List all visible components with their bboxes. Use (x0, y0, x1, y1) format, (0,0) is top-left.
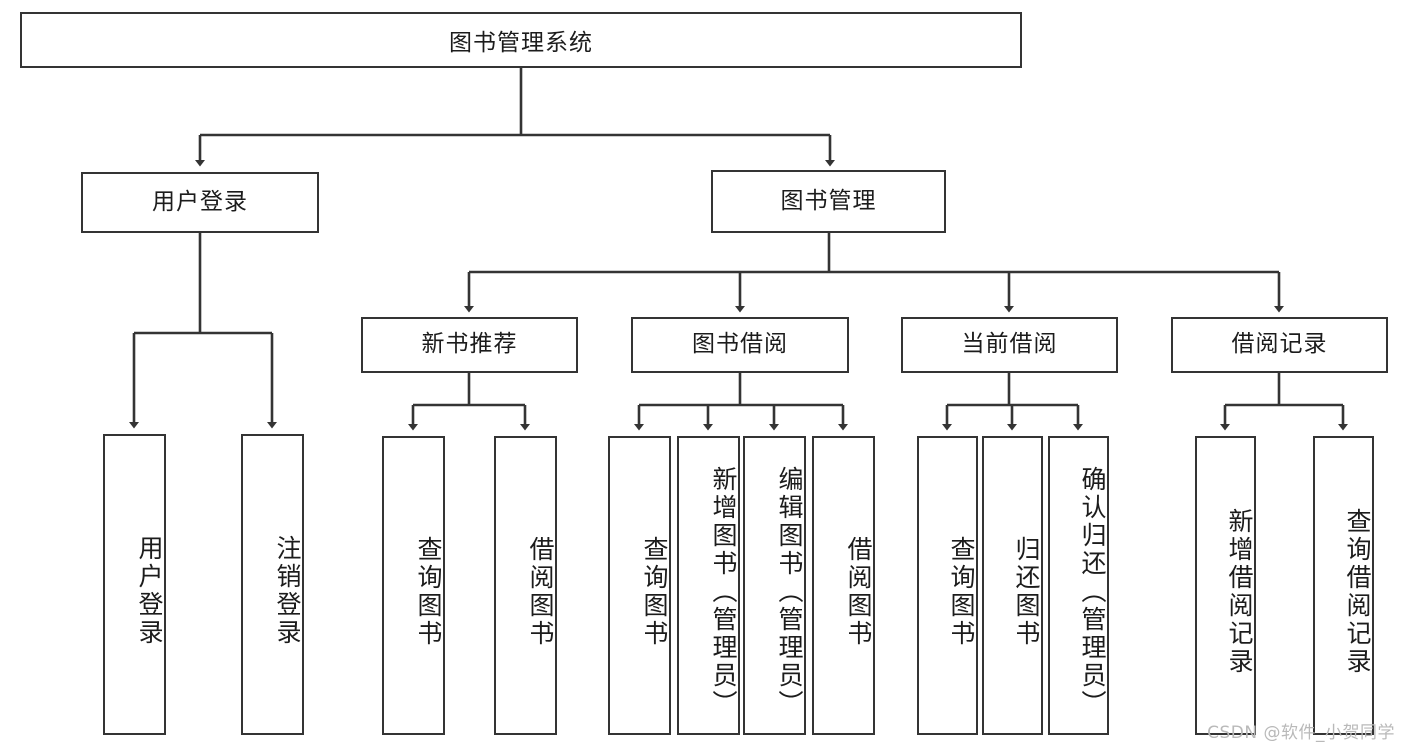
leaf-recommend-borrow-book[interactable]: 借阅图书 (494, 436, 557, 735)
leaf-borrow-add-book-admin[interactable]: 新增图书（管理员） (677, 436, 740, 735)
watermark-text: CSDN @软件_小贺同学 (1207, 723, 1395, 743)
node-current-borrow[interactable]: 当前借阅 (901, 317, 1118, 373)
node-user-login[interactable]: 用户登录 (81, 172, 319, 233)
node-borrow-record[interactable]: 借阅记录 (1171, 317, 1388, 373)
leaf-label: 新增借阅记录 (1225, 507, 1254, 676)
leaf-label: 查询图书 (414, 535, 443, 648)
leaf-recommend-query-book[interactable]: 查询图书 (382, 436, 445, 735)
leaf-label: 查询借阅记录 (1343, 507, 1372, 676)
leaf-label: 新增图书（管理员） (709, 465, 738, 718)
leaf-label: 借阅图书 (526, 535, 555, 648)
leaf-borrow-borrow-book[interactable]: 借阅图书 (812, 436, 875, 735)
leaf-borrow-query-book[interactable]: 查询图书 (608, 436, 671, 735)
leaf-label: 查询图书 (947, 535, 976, 648)
leaf-label: 归还图书 (1012, 535, 1041, 648)
leaf-record-add-record[interactable]: 新增借阅记录 (1195, 436, 1256, 735)
leaf-current-return-book[interactable]: 归还图书 (982, 436, 1043, 735)
leaf-user-login-login[interactable]: 用户登录 (103, 434, 166, 735)
leaf-label: 用户登录 (135, 534, 164, 647)
leaf-current-confirm-return-admin[interactable]: 确认归还（管理员） (1048, 436, 1109, 735)
node-root-system[interactable]: 图书管理系统 (20, 12, 1022, 68)
leaf-label: 编辑图书（管理员） (775, 465, 804, 718)
leaf-current-query-book[interactable]: 查询图书 (917, 436, 978, 735)
leaf-label: 确认归还（管理员） (1078, 465, 1107, 718)
node-book-borrow[interactable]: 图书借阅 (631, 317, 849, 373)
node-book-management[interactable]: 图书管理 (711, 170, 946, 233)
leaf-label: 注销登录 (273, 534, 302, 647)
node-new-book-recommend[interactable]: 新书推荐 (361, 317, 578, 373)
leaf-borrow-edit-book-admin[interactable]: 编辑图书（管理员） (743, 436, 806, 735)
leaf-record-query-record[interactable]: 查询借阅记录 (1313, 436, 1374, 735)
leaf-user-login-logout[interactable]: 注销登录 (241, 434, 304, 735)
leaf-label: 查询图书 (640, 535, 669, 648)
leaf-label: 借阅图书 (844, 535, 873, 648)
